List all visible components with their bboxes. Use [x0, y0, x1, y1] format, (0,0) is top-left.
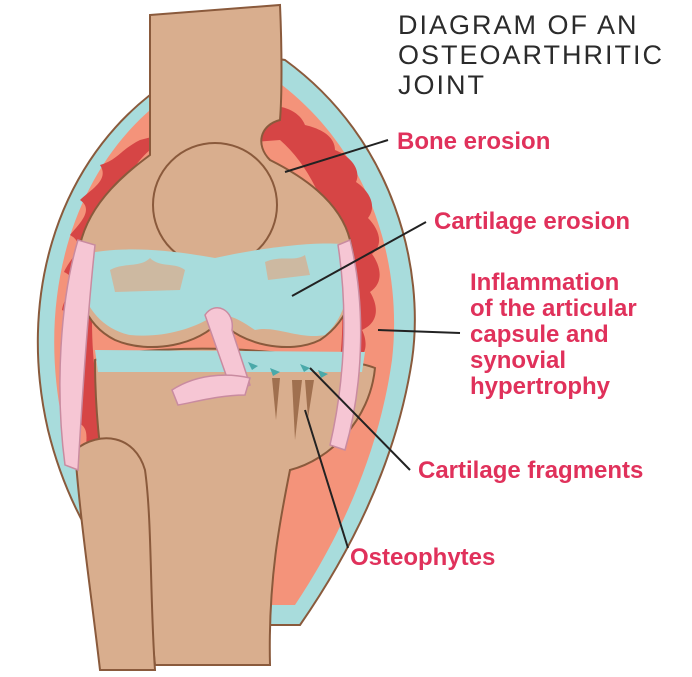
label-cartilage-erosion: Cartilage erosion	[434, 209, 630, 235]
title-line-3: JOINT	[398, 72, 486, 99]
title-line-1: DIAGRAM OF AN	[398, 12, 639, 39]
label-osteophytes: Osteophytes	[350, 545, 495, 571]
label-inflammation-line: Inflammation	[470, 270, 637, 296]
label-inflammation-line: hypertrophy	[470, 374, 637, 400]
label-inflammation-line: of the articular	[470, 296, 637, 322]
label-inflammation: Inflammation of the articular capsule an…	[470, 270, 637, 400]
label-bone-erosion: Bone erosion	[397, 129, 550, 155]
label-inflammation-line: synovial	[470, 348, 637, 374]
label-inflammation-line: capsule and	[470, 322, 637, 348]
title-line-2: OSTEOARTHRITIC	[398, 42, 664, 69]
fibula-bone	[75, 438, 155, 670]
label-cartilage-fragments: Cartilage fragments	[418, 458, 643, 484]
